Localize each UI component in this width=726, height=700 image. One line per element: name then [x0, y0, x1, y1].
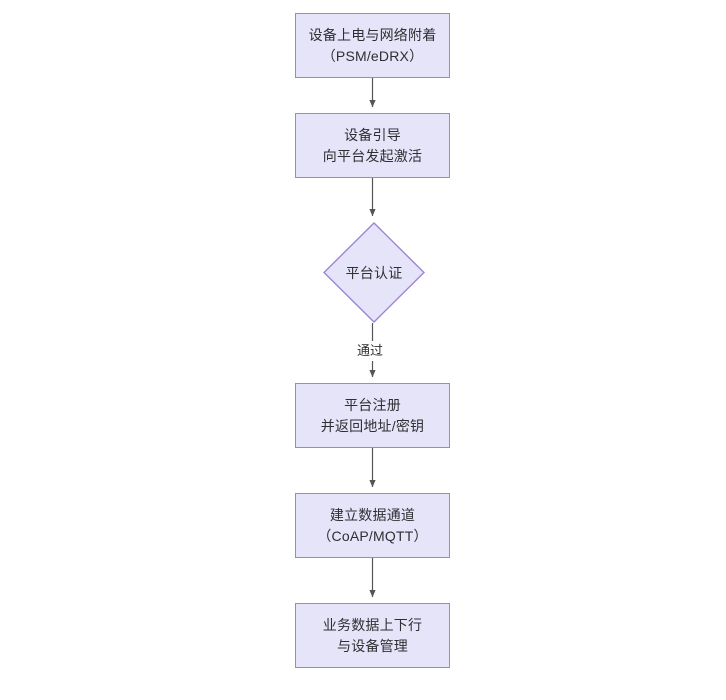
diamond-shape-icon — [323, 222, 425, 323]
node-business-data-and-device-management[interactable]: 业务数据上下行 与设备管理 — [295, 603, 450, 668]
node-line: 并返回地址/密钥 — [320, 417, 425, 434]
node-platform-registration[interactable]: 平台注册 并返回地址/密钥 — [295, 383, 450, 448]
node-line: 业务数据上下行 — [322, 616, 423, 633]
node-line: 平台认证 — [345, 264, 403, 281]
node-platform-authentication[interactable]: 平台认证 — [323, 222, 425, 323]
node-line: （PSM/eDRX） — [321, 47, 424, 64]
node-line: （CoAP/MQTT） — [317, 527, 428, 544]
node-line: 设备引导 — [344, 126, 401, 143]
node-line: 向平台发起激活 — [322, 147, 423, 164]
node-line: 与设备管理 — [337, 637, 408, 654]
edge-label-pass: 通过 — [354, 341, 387, 361]
node-device-power-on[interactable]: 设备上电与网络附着 （PSM/eDRX） — [295, 13, 450, 78]
node-device-bootstrap[interactable]: 设备引导 向平台发起激活 — [295, 113, 450, 178]
node-establish-data-channel[interactable]: 建立数据通道 （CoAP/MQTT） — [295, 493, 450, 558]
node-line: 设备上电与网络附着 — [308, 26, 437, 43]
node-line: 建立数据通道 — [329, 506, 416, 523]
node-line: 平台注册 — [344, 396, 401, 413]
